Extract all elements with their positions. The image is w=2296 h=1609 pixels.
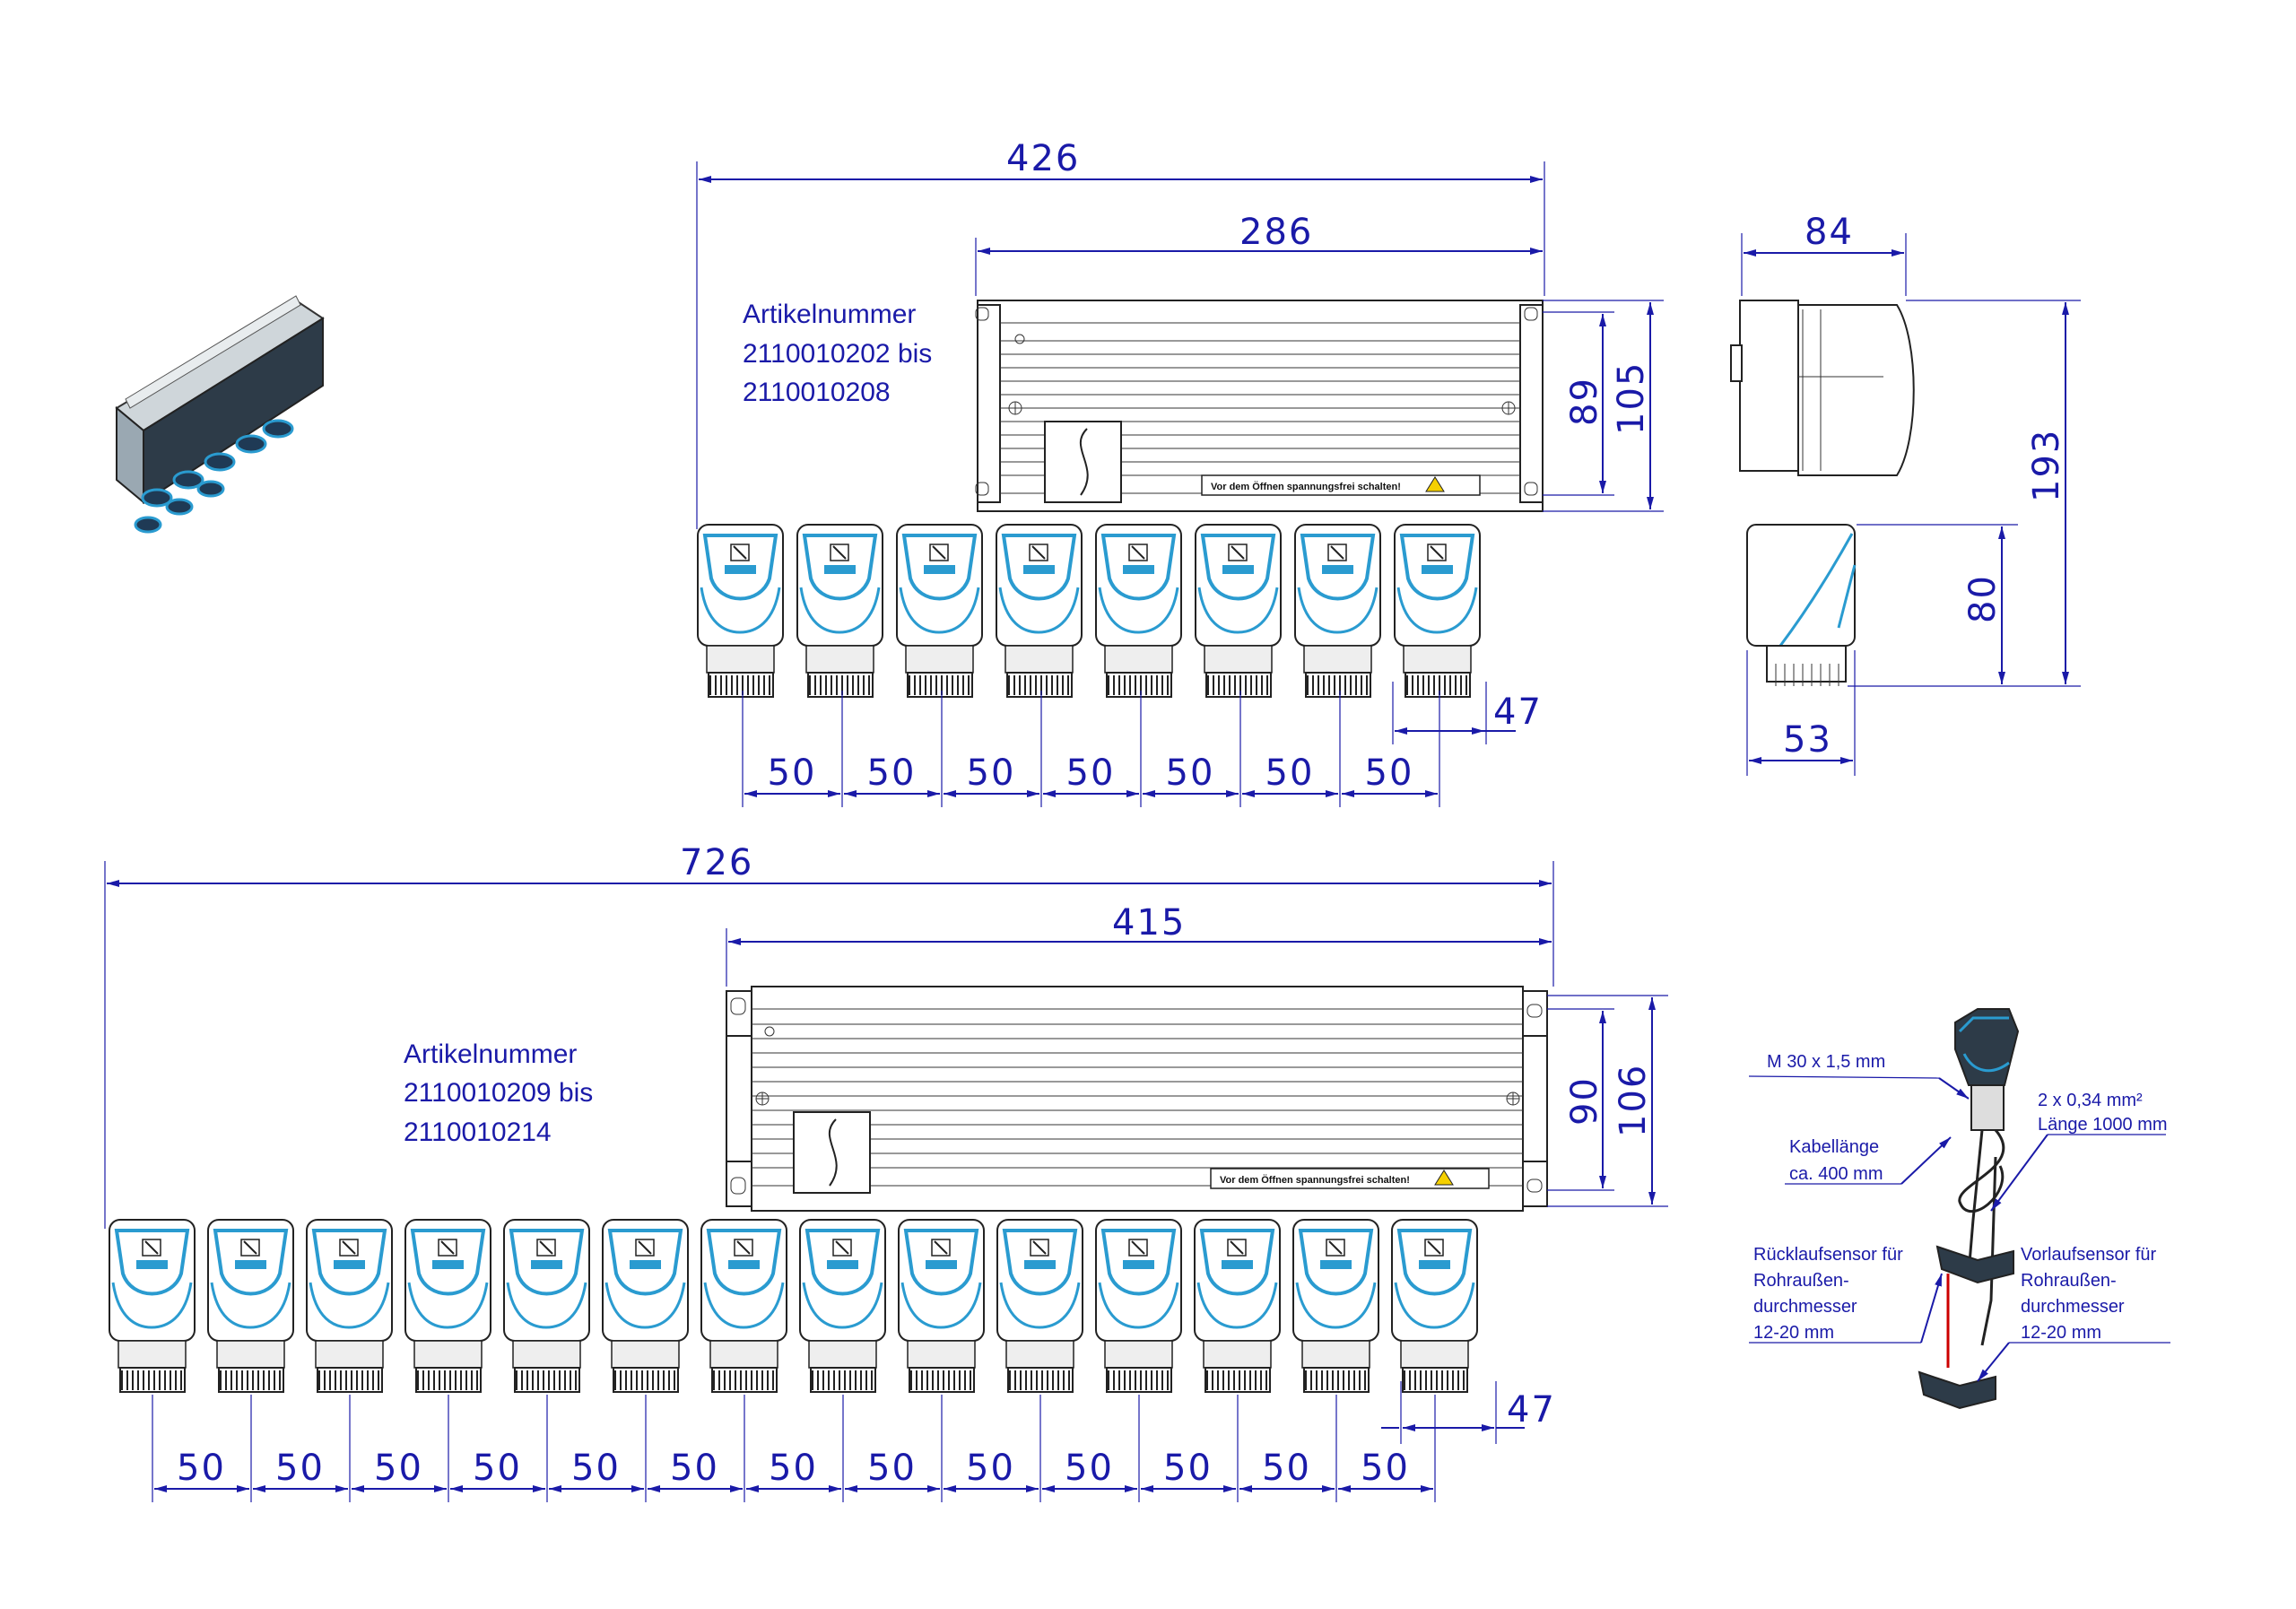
- bottom-actuator-3: [306, 1219, 393, 1393]
- bottom-dim-height-inner: 90: [1564, 1076, 1605, 1126]
- bottom-article-line-1: Artikelnummer: [404, 1039, 577, 1069]
- top-actuator-7: [1294, 524, 1381, 698]
- bottom-dim-housing-width: 415: [1112, 902, 1186, 944]
- bottom-pitch-label-13: 50: [1361, 1448, 1410, 1489]
- bottom-pitch-label-8: 50: [867, 1448, 917, 1489]
- product-3d-view: [115, 295, 325, 534]
- side-view: 84 193 80 53: [1730, 212, 2081, 776]
- bottom-article-line-3: 2110010214: [404, 1118, 552, 1147]
- top-dim-end-offset: 47: [1493, 691, 1543, 733]
- top-pitch-label-4: 50: [1066, 752, 1116, 794]
- top-pitch-dimensions: 50 50 50 50 50 50 50: [742, 691, 1440, 807]
- top-article-line-1: Artikelnummer: [743, 300, 916, 329]
- bottom-pitch-label-9: 50: [966, 1448, 1015, 1489]
- bottom-pitch-label-6: 50: [670, 1448, 719, 1489]
- flow-sensor-2: Rohraußen-: [2021, 1271, 2117, 1291]
- top-actuator-2: [796, 524, 883, 698]
- bottom-pitch-label-4: 50: [473, 1448, 522, 1489]
- bottom-pitch-dimensions: 50 50 50 50 50 50 50 50 50 50 50 50 50: [152, 1395, 1436, 1502]
- top-actuator-row: [697, 524, 1481, 698]
- bottom-pitch-label-1: 50: [177, 1448, 226, 1489]
- bottom-actuator-13: [1292, 1219, 1379, 1393]
- bottom-actuator-6: [602, 1219, 689, 1393]
- return-sensor-3: durchmesser: [1753, 1297, 1857, 1317]
- top-pitch-label-1: 50: [768, 752, 817, 794]
- bottom-pitch-label-11: 50: [1163, 1448, 1213, 1489]
- bottom-dim-height-outer: 106: [1613, 1064, 1654, 1137]
- top-actuator-3: [896, 524, 983, 698]
- top-dim-overall-width: 426: [1006, 138, 1080, 179]
- bottom-actuator-11: [1095, 1219, 1182, 1393]
- top-actuator-4: [996, 524, 1083, 698]
- side-dim-depth: 84: [1805, 212, 1854, 253]
- bottom-pitch-label-5: 50: [571, 1448, 621, 1489]
- bottom-actuator-5: [503, 1219, 590, 1393]
- bottom-actuator-12: [1194, 1219, 1281, 1393]
- top-pitch-label-3: 50: [967, 752, 1016, 794]
- top-group: Vor dem Öffnen spannungsfrei schalten! A…: [696, 138, 1664, 807]
- cable-length-2: ca. 400 mm: [1789, 1164, 1883, 1184]
- flow-sensor-3: durchmesser: [2021, 1297, 2125, 1317]
- bottom-actuator-9: [898, 1219, 985, 1393]
- bottom-pitch-label-10: 50: [1065, 1448, 1114, 1489]
- top-dim-housing-width: 286: [1239, 212, 1313, 253]
- bottom-pitch-label-7: 50: [769, 1448, 818, 1489]
- cable-length-1: Kabellänge: [1789, 1137, 1879, 1157]
- top-article-line-2: 2110010202 bis: [743, 339, 932, 369]
- return-sensor-1: Rücklaufsensor für: [1753, 1245, 1903, 1265]
- top-article-line-3: 2110010208: [743, 378, 891, 407]
- bottom-group: Vor dem Öffnen spannungsfrei schalten! A…: [104, 842, 1668, 1502]
- return-sensor-4: 12-20 mm: [1753, 1323, 1834, 1343]
- flow-sensor-4: 12-20 mm: [2021, 1323, 2101, 1343]
- sensor-thread: M 30 x 1,5 mm: [1767, 1052, 1885, 1072]
- side-dim-actuator-height: 80: [1962, 574, 2004, 623]
- cable-spec-2: Länge 1000 mm: [2038, 1115, 2168, 1135]
- bottom-warning-label: Vor dem Öffnen spannungsfrei schalten!: [1220, 1174, 1410, 1186]
- bottom-actuator-row: [109, 1219, 1478, 1393]
- top-pitch-label-2: 50: [867, 752, 917, 794]
- bottom-article-line-2: 2110010209 bis: [404, 1078, 593, 1108]
- bottom-dim-end-offset: 47: [1507, 1389, 1556, 1431]
- bottom-actuator-2: [207, 1219, 294, 1393]
- top-pitch-label-5: 50: [1166, 752, 1215, 794]
- bottom-actuator-4: [404, 1219, 491, 1393]
- bottom-pitch-label-2: 50: [275, 1448, 325, 1489]
- flow-sensor-1: Vorlaufsensor für: [2021, 1245, 2157, 1265]
- cable-spec-1: 2 x 0,34 mm²: [2038, 1091, 2143, 1110]
- top-actuator-5: [1095, 524, 1182, 698]
- bottom-pitch-label-12: 50: [1262, 1448, 1311, 1489]
- bottom-actuator-8: [799, 1219, 886, 1393]
- side-dim-total-height: 193: [2026, 429, 2067, 502]
- bottom-pitch-label-3: 50: [374, 1448, 423, 1489]
- top-actuator-1: [697, 524, 784, 698]
- bottom-actuator-14: [1391, 1219, 1478, 1393]
- top-actuator-8: [1394, 524, 1481, 698]
- sensor-detail: M 30 x 1,5 mm 2 x 0,34 mm² Länge 1000 mm…: [1748, 1008, 2170, 1410]
- side-dim-actuator-width: 53: [1783, 719, 1832, 761]
- return-sensor-2: Rohraußen-: [1753, 1271, 1849, 1291]
- bottom-actuator-7: [700, 1219, 787, 1393]
- top-pitch-label-6: 50: [1265, 752, 1315, 794]
- bottom-actuator-1: [109, 1219, 196, 1393]
- bottom-actuator-10: [996, 1219, 1083, 1393]
- top-warning-label: Vor dem Öffnen spannungsfrei schalten!: [1211, 481, 1401, 492]
- top-pitch-label-7: 50: [1365, 752, 1414, 794]
- top-actuator-6: [1195, 524, 1282, 698]
- top-dim-height-inner: 89: [1564, 377, 1605, 426]
- bottom-dim-overall-width: 726: [680, 842, 753, 883]
- top-dim-height-outer: 105: [1611, 361, 1652, 435]
